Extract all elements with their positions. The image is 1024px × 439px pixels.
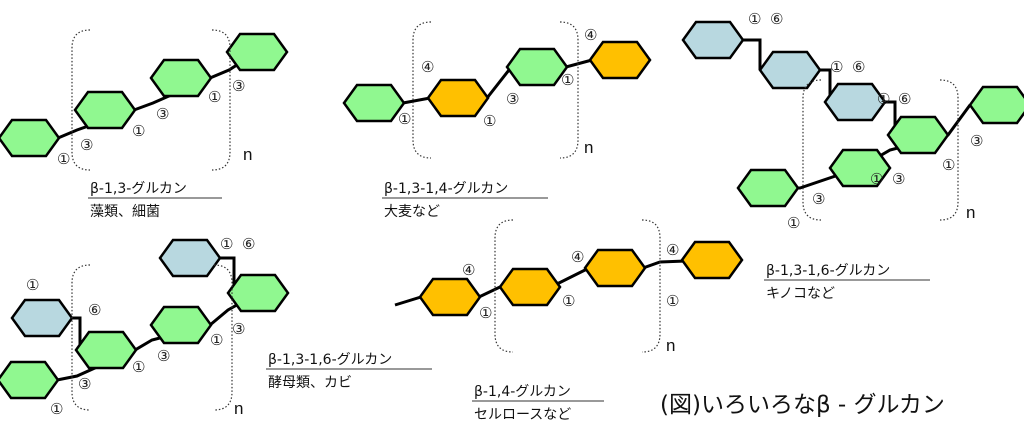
linkage-position-label: ③: [80, 136, 93, 154]
repeat-n: n: [584, 138, 593, 157]
repeat-n: n: [234, 399, 243, 418]
linkage-position-label: ③: [232, 320, 245, 338]
glycosidic-bond: [402, 58, 593, 105]
glucose-unit-hexagon: [74, 330, 138, 370]
linkage-position-label: ①: [748, 10, 761, 28]
linkage-position-label: ⑥: [898, 90, 911, 108]
linkage-position-label: ⑥: [242, 235, 255, 253]
linkage-position-label: ①: [50, 400, 63, 418]
linkage-position-label: ③: [506, 90, 519, 108]
glucose-unit-hexagon: [226, 273, 290, 313]
linkage-position-label: ①: [210, 331, 223, 349]
panel-1-title: β-1,3-グルカン: [90, 181, 187, 197]
glucose-unit-hexagon: [886, 115, 950, 155]
panel-4-title: β-1,3-1,6-グルカン: [268, 352, 392, 368]
glucose-unit-hexagon: [758, 50, 822, 90]
repeat-bracket-right: [939, 79, 959, 221]
glycosidic-bond: [219, 256, 236, 293]
glycosidic-bond: [820, 68, 832, 102]
glucose-unit-hexagon: [158, 238, 222, 278]
linkage-position-label: ④: [584, 26, 597, 44]
linkage-position-label: ⑥: [88, 301, 101, 319]
glucose-unit-hexagon: [225, 32, 289, 72]
glucose-unit-hexagon: [418, 277, 482, 317]
linkage-position-label: ③: [78, 375, 91, 393]
linkage-position-label: ③: [157, 347, 170, 365]
glucose-unit-hexagon: [0, 360, 60, 400]
repeat-bracket-right: [211, 29, 231, 171]
glucose-unit-hexagon: [498, 267, 562, 307]
glucose-unit-hexagon: [680, 240, 744, 280]
linkage-position-label: ④: [421, 58, 434, 76]
glucose-unit-hexagon: [10, 298, 74, 338]
linkage-position-label: ①: [398, 110, 411, 128]
panel-3-title: β-1,3-1,6-グルカン: [766, 263, 890, 279]
linkage-position-label: ①: [870, 170, 883, 188]
linkage-position-label: ①: [830, 58, 843, 76]
linkage-position-label: ①: [132, 122, 145, 140]
repeat-bracket-right: [641, 219, 661, 353]
linkage-position-label: ④: [462, 261, 475, 279]
linkage-position-label: ①: [877, 90, 890, 108]
linkage-position-label: ①: [26, 276, 39, 294]
linkage-position-label: ①: [132, 358, 145, 376]
repeat-n: n: [243, 145, 252, 164]
glucose-unit-hexagon: [583, 248, 647, 288]
linkage-position-label: ③: [812, 190, 825, 208]
linkage-position-label: ①: [787, 214, 800, 232]
glucose-unit-hexagon: [968, 85, 1024, 125]
glycosidic-bond: [57, 50, 258, 140]
glucose-unit-hexagon: [342, 83, 406, 123]
linkage-position-label: ①: [483, 112, 496, 130]
repeat-bracket-left: [71, 29, 91, 171]
linkage-position-label: ①: [561, 71, 574, 89]
glucose-unit-hexagon: [426, 78, 490, 118]
repeat-bracket-right: [559, 21, 579, 159]
linkage-position-label: ①: [479, 304, 492, 322]
glucose-unit-hexagon: [823, 82, 887, 122]
glucose-unit-hexagon: [149, 58, 213, 98]
linkage-position-label: ①: [942, 156, 955, 174]
glycosidic-bond: [72, 316, 82, 350]
linkage-position-label: ④: [571, 248, 584, 266]
linkage-position-label: ①: [666, 292, 679, 310]
glucose-unit-hexagon: [73, 90, 137, 130]
linkage-position-label: ①: [57, 150, 70, 168]
linkage-position-label: ③: [970, 132, 983, 150]
glycosidic-bond: [743, 38, 762, 70]
panel-5-source: セルロースなど: [474, 407, 571, 423]
glucose-unit-hexagon: [505, 47, 569, 87]
linkage-position-label: ⑥: [852, 58, 865, 76]
linkage-position-label: ①: [208, 88, 221, 106]
linkage-position-label: ③: [156, 105, 169, 123]
glucose-unit-hexagon: [828, 148, 892, 188]
linkage-position-label: ③: [892, 170, 905, 188]
panel-3-source: キノコなど: [766, 286, 835, 302]
repeat-bracket-left: [412, 21, 432, 159]
linkage-position-label: ④: [666, 241, 679, 259]
linkage-position-label: ①: [562, 292, 575, 310]
glucose-unit-hexagon: [681, 20, 745, 60]
linkage-position-label: ⑥: [770, 10, 783, 28]
glycosidic-bond: [56, 291, 259, 382]
panel-2-source: 大麦など: [384, 204, 440, 220]
linkage-position-label: ①: [220, 235, 233, 253]
glucose-unit-hexagon: [149, 305, 213, 345]
linkage-position-label: ③: [232, 77, 245, 95]
figure-caption: (図)いろいろなβ - グルカン: [660, 392, 945, 418]
repeat-n: n: [966, 203, 975, 222]
repeat-n: n: [666, 336, 675, 355]
glucose-unit-hexagon: [736, 168, 800, 208]
panel-4-source: 酵母類、カビ: [268, 375, 352, 391]
repeat-bracket-left: [494, 219, 514, 353]
repeat-bracket-left: [802, 79, 822, 221]
panel-5-title: β-1,4-グルカン: [474, 384, 571, 400]
panel-2-title: β-1,3-1,4-グルカン: [384, 181, 508, 197]
glucose-unit-hexagon: [0, 118, 61, 158]
glucose-unit-hexagon: [588, 40, 652, 80]
panel-1-source: 藻類、細菌: [90, 204, 160, 220]
